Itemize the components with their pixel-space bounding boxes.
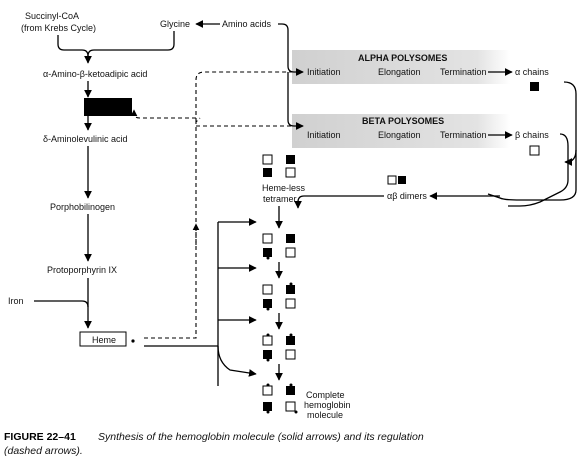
beta-termination-label: Termination xyxy=(440,130,487,140)
heme-to-block xyxy=(130,109,196,119)
alpha-chains-to-dimer xyxy=(563,81,577,166)
dimer-beta-square xyxy=(398,176,406,184)
branch-4-arrow xyxy=(217,345,257,377)
iron-label: Iron xyxy=(8,296,24,306)
alpha-elongation-label: Elongation xyxy=(378,67,421,77)
complete-label: Complete xyxy=(306,390,345,400)
alpha-termination-label: Termination xyxy=(440,67,487,77)
amino-ketoadipic-label: α-Amino-β-ketoadipic acid xyxy=(43,69,147,79)
dimer-to-tetramer-arrow xyxy=(294,195,384,209)
tetramer-state-3 xyxy=(262,333,296,362)
alpha-polysome-band xyxy=(292,50,510,84)
tetramer-sq-3 xyxy=(263,168,272,177)
glycine-label: Glycine xyxy=(160,19,190,29)
alpha-chains-label: α chains xyxy=(515,67,549,77)
protoporphyrin-label: Protoporphyrin IX xyxy=(47,265,117,275)
beta-initiation-label: Initiation xyxy=(307,130,341,140)
heme-to-alpha-initiation xyxy=(195,68,304,122)
beta-chains-down xyxy=(508,133,569,207)
tetramer-state-1 xyxy=(262,233,296,260)
tetramer-sq-2 xyxy=(286,155,295,164)
caption-line-1: Synthesis of the hemoglobin molecule (so… xyxy=(98,431,424,443)
heme-label: Heme xyxy=(92,335,116,345)
heme-less-label: Heme-less xyxy=(262,183,306,193)
tetramer-sq-4 xyxy=(285,167,296,178)
glycine-path xyxy=(87,31,175,57)
succinyl-coa-label: Succinyl-CoA xyxy=(25,11,79,21)
alpha-initiation-label: Initiation xyxy=(307,67,341,77)
ab-dimers-label: αβ dimers xyxy=(387,191,427,201)
aminolevulinic-label: δ-Aminolevulinic acid xyxy=(43,134,128,144)
hemoglobin-label: hemoglobin xyxy=(304,400,351,410)
beta-chain-square xyxy=(529,145,540,156)
tetramer-sq-1 xyxy=(262,154,273,165)
beta-polysome-band xyxy=(292,114,510,148)
amino-to-beta xyxy=(287,72,304,130)
figure-number: FIGURE 22–41 xyxy=(4,431,76,443)
molecule-label: molecule xyxy=(307,410,343,420)
beta-chains-label: β chains xyxy=(515,130,549,140)
tetramer-label: tetramer xyxy=(263,194,297,204)
complete-hemoglobin-symbol xyxy=(262,383,298,414)
dimer-alpha-square xyxy=(387,175,397,185)
alpha-polysomes-label: ALPHA POLYSOMES xyxy=(358,53,447,63)
iron-to-heme-arrow xyxy=(34,300,89,308)
alpha-chain-square xyxy=(530,82,539,91)
amino-acids-label: Amino acids xyxy=(222,19,272,29)
heme-dot xyxy=(131,339,135,343)
enzyme-block xyxy=(84,98,132,116)
tetramer-state-2 xyxy=(262,282,296,311)
krebs-cycle-label: (from Krebs Cycle) xyxy=(21,23,96,33)
amino-to-alpha xyxy=(278,23,304,76)
porphobilinogen-label: Porphobilinogen xyxy=(50,202,115,212)
heme-box xyxy=(79,331,127,347)
beta-polysomes-label: BETA POLYSOMES xyxy=(362,116,444,126)
caption-line-2: (dashed arrows). xyxy=(4,445,83,457)
alpha-merge xyxy=(487,150,577,201)
heme-regulation-path xyxy=(144,117,201,339)
beta-elongation-label: Elongation xyxy=(378,130,421,140)
succinyl-path xyxy=(57,35,92,64)
